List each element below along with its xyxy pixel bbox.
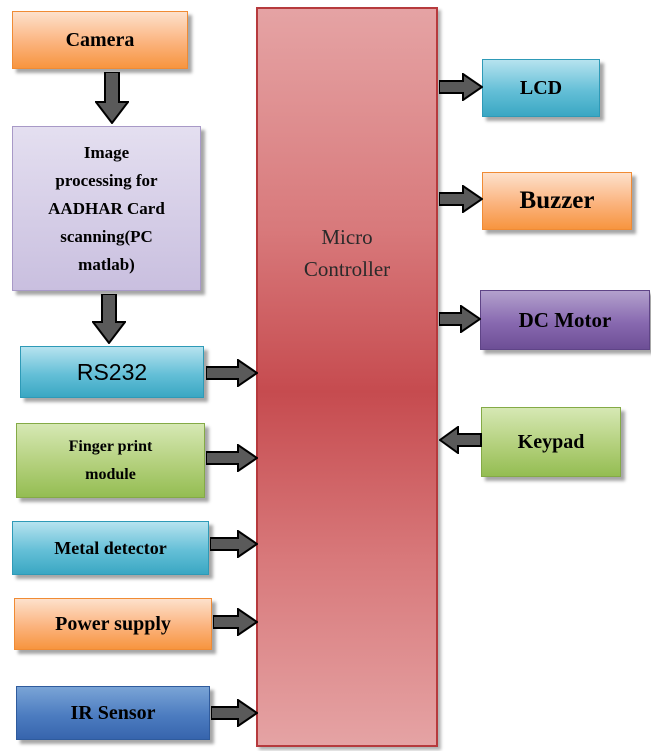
mc-to-dc-motor-arrow [439, 305, 481, 333]
keypad-label: Keypad [517, 430, 585, 453]
metal-detector-block: Metal detector [12, 521, 209, 575]
ir-sensor-label: IR Sensor [70, 701, 156, 724]
rs232-block: RS232 [20, 346, 204, 398]
finger-print-to-mc-arrow [206, 444, 258, 472]
metal-detector-label: Metal detector [54, 537, 167, 558]
mc-to-lcd-arrow [439, 73, 483, 101]
metal-detector-to-mc-arrow [210, 530, 258, 558]
buzzer-label: Buzzer [519, 187, 595, 214]
processing-to-rs232-arrow [92, 294, 126, 344]
lcd-label: LCD [519, 76, 563, 99]
power-supply-to-mc-arrow [213, 608, 258, 636]
finger-print-block: Finger print module [16, 423, 205, 498]
ir-sensor-block: IR Sensor [16, 686, 210, 740]
image-processing-block: Image processing for AADHAR Card scannin… [12, 126, 201, 291]
finger-print-label: Finger print module [68, 437, 153, 483]
image-processing-label: Image processing for AADHAR Card scannin… [48, 142, 165, 274]
rs232-to-mc-arrow [206, 359, 258, 387]
ir-sensor-to-mc-arrow [211, 699, 258, 727]
power-supply-block: Power supply [14, 598, 212, 650]
keypad-to-mc-arrow [439, 426, 482, 454]
mc-to-buzzer-arrow [439, 185, 483, 213]
lcd-block: LCD [482, 59, 600, 117]
camera-block: Camera [12, 11, 188, 69]
dc-motor-label: DC Motor [518, 307, 612, 332]
rs232-label: RS232 [76, 358, 148, 385]
micro-controller-block: Micro Controller [256, 7, 438, 747]
buzzer-block: Buzzer [482, 172, 632, 230]
camera-label: Camera [65, 28, 135, 51]
micro-controller-label: Micro Controller [303, 225, 391, 281]
power-supply-label: Power supply [55, 612, 171, 635]
camera-to-processing-arrow [95, 72, 129, 124]
keypad-block: Keypad [481, 407, 621, 477]
dc-motor-block: DC Motor [480, 290, 650, 350]
